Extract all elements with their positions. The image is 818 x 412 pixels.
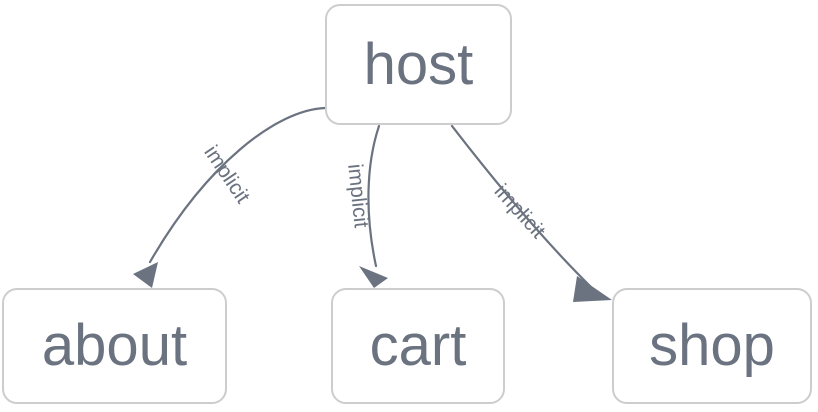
edge-label-host-shop: implicit <box>490 180 550 243</box>
graph-node-shop[interactable]: shop <box>612 288 812 404</box>
arrowhead-icon-about <box>133 262 158 288</box>
edge-label-host-cart: implicit <box>343 163 373 229</box>
edge-host-about[interactable]: implicit <box>133 106 327 288</box>
node-label-cart: cart <box>369 313 467 378</box>
node-label-about: about <box>41 313 188 378</box>
graph-node-host[interactable]: host <box>325 4 512 125</box>
edge-path-host-shop <box>450 124 594 290</box>
edge-host-shop[interactable]: implicit <box>450 124 612 302</box>
graph-node-about[interactable]: about <box>2 288 227 404</box>
node-label-host: host <box>363 31 474 97</box>
edge-path-host-about <box>148 106 327 264</box>
edge-host-cart[interactable]: implicit <box>343 124 388 288</box>
arrowhead-icon-cart <box>359 266 388 288</box>
edge-label-host-about: implicit <box>199 141 254 207</box>
graph-node-cart[interactable]: cart <box>331 288 505 404</box>
node-label-shop: shop <box>649 313 775 378</box>
arrowhead-icon-shop <box>573 276 612 302</box>
edge-path-host-cart <box>367 124 381 268</box>
